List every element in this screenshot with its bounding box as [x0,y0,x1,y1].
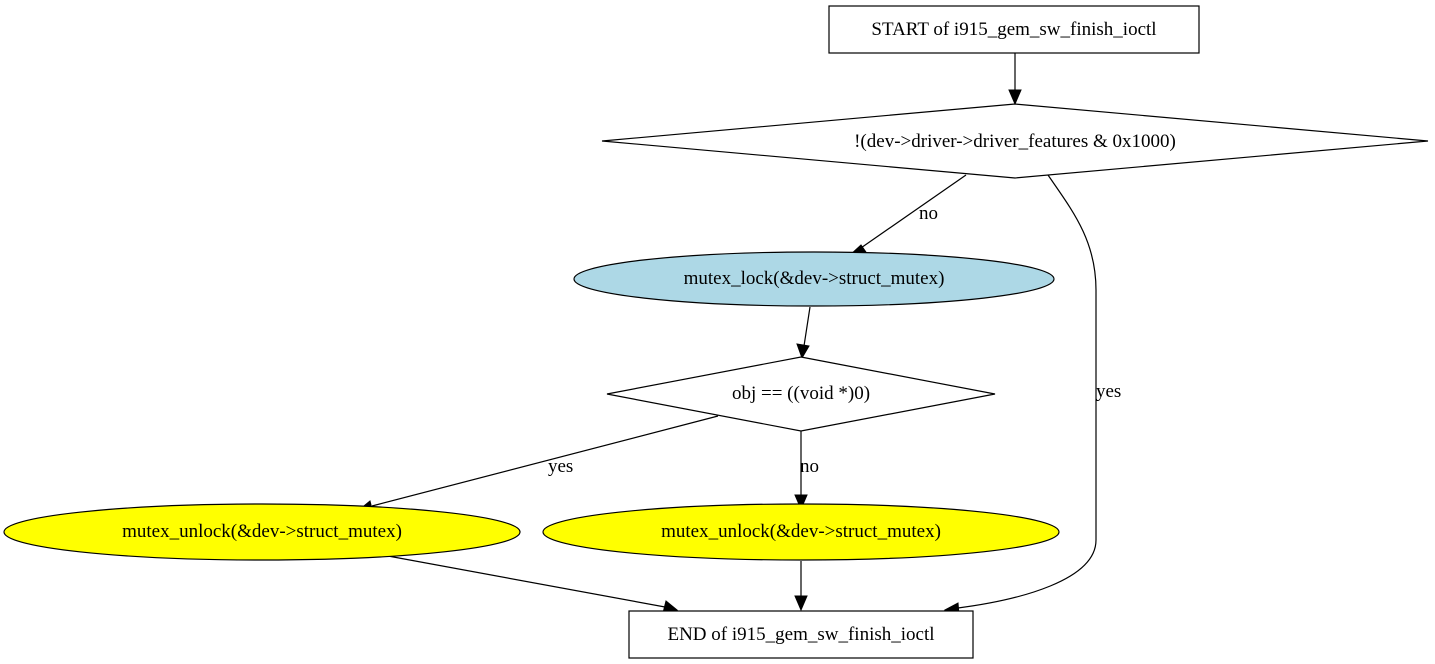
label-cond1-yes: yes [1096,381,1121,402]
edge-cond2-to-unlock-yes [371,415,719,507]
node-end: END of i915_gem_sw_finish_ioctl [628,610,974,659]
unlock-no-ellipse [542,503,1060,561]
edge-cond1-to-end [957,174,1097,609]
node-lock: mutex_lock(&dev->struct_mutex) [573,251,1055,307]
edge-lock-to-cond2 [803,306,811,347]
node-cond1: !(dev->driver->driver_features & 0x1000) [601,103,1429,179]
cond1-diamond [601,103,1429,179]
arrowhead-unlock-no-to-end [794,595,808,612]
label-cond2-yes: yes [548,456,573,477]
arrowhead-start-to-cond1 [1008,89,1022,106]
node-unlock-yes: mutex_unlock(&dev->struct_mutex) [3,503,521,561]
end-box [628,610,974,659]
unlock-yes-label: mutex_unlock(&dev->struct_mutex) [122,521,402,542]
edge-cond1-to-lock [857,174,967,251]
unlock-no-label: mutex_unlock(&dev->struct_mutex) [661,521,941,542]
start-label: START of i915_gem_sw_finish_ioctl [871,19,1156,40]
cond1-label: !(dev->driver->driver_features & 0x1000) [854,131,1176,152]
start-box [828,5,1200,54]
lock-label: mutex_lock(&dev->struct_mutex) [684,268,945,289]
node-unlock-no: mutex_unlock(&dev->struct_mutex) [542,503,1060,561]
cond2-label: obj == ((void *)0) [732,383,870,404]
label-cond1-no: no [919,203,938,224]
cond2-diamond [606,356,996,432]
arrowhead-cond2-to-unlock-no [794,494,808,511]
unlock-yes-ellipse [3,503,521,561]
label-cond2-no: no [800,456,819,477]
end-label: END of i915_gem_sw_finish_ioctl [667,624,934,645]
node-cond2: obj == ((void *)0) [606,356,996,432]
lock-ellipse [573,251,1055,307]
edge-unlock-yes-to-end [387,555,666,608]
edge-labels: no yes yes no [548,203,1121,477]
arrowhead-lock-to-cond2 [796,343,810,360]
node-start: START of i915_gem_sw_finish_ioctl [828,5,1200,54]
nodes: START of i915_gem_sw_finish_ioctl !(dev-… [3,5,1429,659]
